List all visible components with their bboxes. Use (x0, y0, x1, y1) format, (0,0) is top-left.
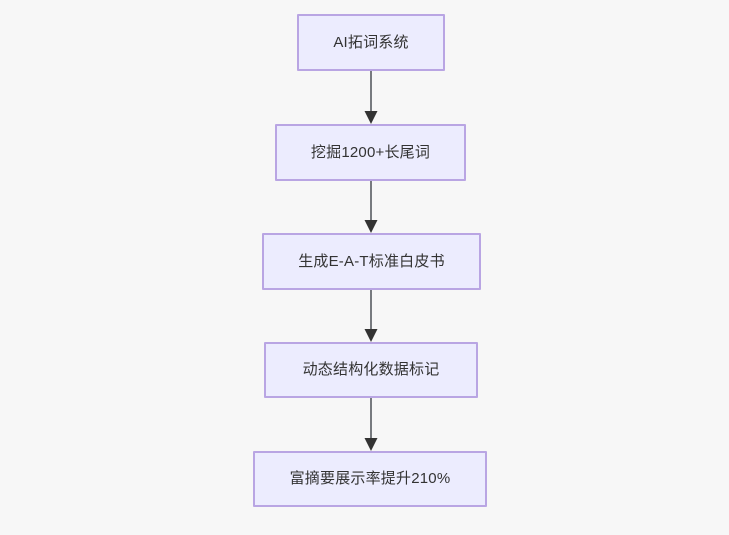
flow-node-mine-longtail-keywords[interactable]: 挖掘1200+长尾词 (275, 124, 466, 181)
flow-edge-n1-n2 (361, 71, 381, 124)
flow-node-label: 富摘要展示率提升210% (289, 470, 451, 487)
flow-node-rich-snippet-impression-lift[interactable]: 富摘要展示率提升210% (253, 451, 487, 507)
flow-edge-n4-n5 (361, 398, 381, 451)
flow-node-label: 生成E-A-T标准白皮书 (298, 252, 445, 270)
flow-node-label: 动态结构化数据标记 (302, 361, 440, 378)
flow-node-generate-eat-whitepaper[interactable]: 生成E-A-T标准白皮书 (262, 233, 481, 290)
flow-node-dynamic-structured-data-markup[interactable]: 动态结构化数据标记 (264, 342, 478, 398)
flow-node-label: 挖掘1200+长尾词 (310, 143, 431, 161)
flow-node-ai-keyword-system[interactable]: AI拓词系统 (297, 14, 445, 71)
flow-node-label: AI拓词系统 (333, 33, 409, 51)
flow-edge-n2-n3 (361, 181, 381, 233)
flow-edge-n3-n4 (361, 290, 381, 342)
